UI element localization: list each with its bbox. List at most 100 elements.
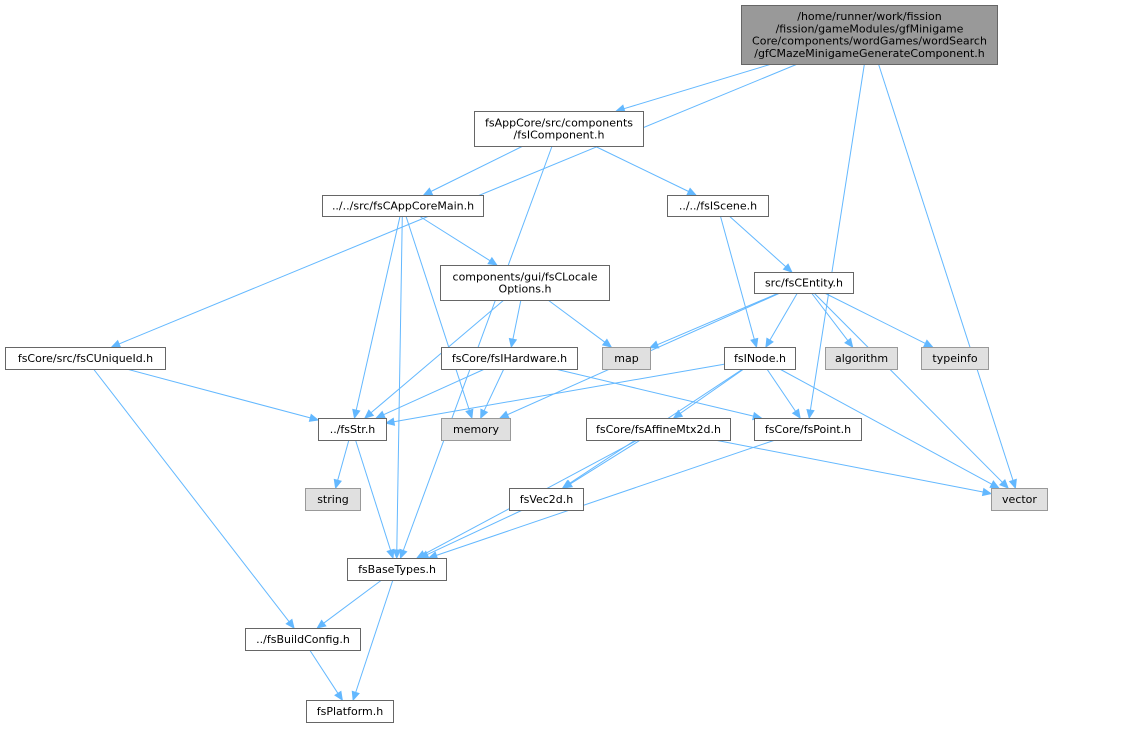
node-label: memory bbox=[453, 423, 499, 436]
node-box bbox=[825, 347, 898, 370]
edge-fs-iscene-to-fs-inode bbox=[719, 215, 759, 349]
node-label: /home/runner/work/fission bbox=[797, 10, 942, 23]
node-label: vector bbox=[1002, 493, 1037, 506]
node-box bbox=[306, 700, 394, 723]
edge-fs-centity-to-fs-inode bbox=[765, 292, 798, 349]
edge-fs-clocale-options-to-fs-ihardware bbox=[508, 299, 522, 349]
node-box bbox=[5, 347, 166, 370]
node-label: fsBaseTypes.h bbox=[358, 563, 436, 576]
node-label: ../fsBuildConfig.h bbox=[256, 633, 350, 646]
node-box bbox=[474, 111, 644, 147]
edge-fs-iscene-to-fs-centity bbox=[728, 215, 793, 273]
edge-fs-inode-to-vector bbox=[779, 368, 1000, 489]
edge-fs-centity-to-typeinfo bbox=[824, 292, 934, 348]
edge-fs-vec2d-to-fs-base-types bbox=[418, 509, 523, 559]
node-label: components/gui/fsCLocale bbox=[453, 270, 598, 283]
node-box bbox=[347, 558, 447, 581]
edge-fs-capp-core-main-to-fs-str bbox=[352, 215, 401, 420]
node-box bbox=[754, 418, 862, 441]
node-box bbox=[441, 418, 511, 441]
edge-fs-clocale-options-to-fs-str bbox=[364, 299, 505, 419]
edge-fs-capp-core-main-to-fs-base-types bbox=[392, 215, 403, 560]
node-box bbox=[245, 628, 361, 651]
edge-fs-affine-mtx2d-to-vector bbox=[714, 439, 993, 497]
edge-fs-inode-to-fs-affine-mtx2d bbox=[672, 368, 745, 419]
edge-fs-cunique-id-to-fs-str bbox=[126, 368, 320, 422]
node-label: fsINode.h bbox=[734, 352, 786, 365]
edge-fs-capp-core-main-to-memory bbox=[405, 215, 474, 420]
node-box bbox=[724, 347, 796, 370]
edge-fs-inode-to-fs-str bbox=[384, 363, 725, 426]
node-fs-affine-mtx2d[interactable]: fsCore/fsAffineMtx2d.h bbox=[586, 418, 731, 441]
node-label: /gfCMazeMinigameGenerateComponent.h bbox=[754, 47, 985, 60]
node-label: Core/components/wordGames/wordSearch bbox=[752, 35, 987, 48]
nodes-layer: /home/runner/work/fission/fission/gameMo… bbox=[5, 5, 1048, 723]
node-typeinfo: typeinfo bbox=[921, 347, 989, 370]
node-fs-centity[interactable]: src/fsCEntity.h bbox=[754, 272, 854, 294]
node-label: algorithm bbox=[835, 352, 888, 365]
node-label: fsVec2d.h bbox=[520, 493, 574, 506]
node-fs-cunique-id[interactable]: fsCore/src/fsCUniqueId.h bbox=[5, 347, 166, 370]
node-box bbox=[441, 347, 578, 370]
node-label: fsCore/fsAffineMtx2d.h bbox=[596, 423, 721, 436]
edge-fs-ihardware-to-memory bbox=[480, 368, 505, 420]
node-label: ../../src/fsCAppCoreMain.h bbox=[332, 200, 474, 213]
node-box bbox=[602, 347, 651, 370]
node-fs-platform[interactable]: fsPlatform.h bbox=[306, 700, 394, 723]
edge-fs-str-to-fs-base-types bbox=[355, 439, 395, 560]
node-box bbox=[305, 488, 361, 511]
edges-layer bbox=[93, 63, 1017, 702]
node-label: fsPlatform.h bbox=[317, 705, 383, 718]
node-fs-ihardware[interactable]: fsCore/fsIHardware.h bbox=[441, 347, 578, 370]
node-label: Options.h bbox=[499, 283, 552, 296]
node-box bbox=[991, 488, 1048, 511]
node-root[interactable]: /home/runner/work/fission/fission/gameMo… bbox=[741, 5, 998, 65]
edge-fs-inode-to-fs-point bbox=[766, 368, 801, 420]
edge-fs-icomponent-to-fs-iscene bbox=[594, 145, 697, 196]
edge-fs-cunique-id-to-fs-build-config bbox=[93, 368, 295, 629]
node-fs-build-config[interactable]: ../fsBuildConfig.h bbox=[245, 628, 361, 651]
node-fs-point[interactable]: fsCore/fsPoint.h bbox=[754, 418, 862, 441]
edge-fs-icomponent-to-fs-capp-core-main bbox=[422, 145, 524, 196]
node-fs-base-types[interactable]: fsBaseTypes.h bbox=[347, 558, 447, 581]
node-label: /fsIComponent.h bbox=[514, 129, 605, 142]
node-fs-inode[interactable]: fsINode.h bbox=[724, 347, 796, 370]
edge-fs-build-config-to-fs-platform bbox=[309, 649, 343, 702]
edge-fs-ihardware-to-fs-point bbox=[555, 368, 763, 421]
node-box bbox=[318, 418, 387, 441]
node-fs-vec2d[interactable]: fsVec2d.h bbox=[509, 488, 584, 511]
node-label: typeinfo bbox=[932, 352, 977, 365]
node-fs-iscene[interactable]: ../../fsIScene.h bbox=[667, 195, 769, 217]
node-box bbox=[667, 195, 769, 217]
edge-fs-point-to-fs-base-types bbox=[427, 439, 776, 560]
node-label: map bbox=[614, 352, 638, 365]
node-label: fsCore/src/fsCUniqueId.h bbox=[18, 352, 153, 365]
node-box bbox=[754, 272, 854, 294]
node-label: ../../fsIScene.h bbox=[679, 200, 757, 213]
node-fs-icomponent[interactable]: fsAppCore/src/components/fsIComponent.h bbox=[474, 111, 644, 147]
node-box bbox=[509, 488, 584, 511]
node-label: string bbox=[317, 493, 349, 506]
edge-fs-base-types-to-fs-platform bbox=[351, 579, 394, 702]
node-fs-str[interactable]: ../fsStr.h bbox=[318, 418, 387, 441]
node-label: fsAppCore/src/components bbox=[485, 116, 633, 129]
edge-fs-centity-to-algorithm bbox=[811, 292, 854, 348]
node-label: src/fsCEntity.h bbox=[765, 277, 843, 290]
node-box bbox=[586, 418, 731, 441]
node-label: fsCore/fsPoint.h bbox=[765, 423, 851, 436]
edge-root-to-fs-point bbox=[806, 63, 865, 420]
edge-fs-str-to-string bbox=[333, 439, 350, 490]
edge-fs-ihardware-to-fs-str bbox=[375, 368, 485, 419]
edge-fs-base-types-to-fs-build-config bbox=[316, 579, 382, 629]
node-memory: memory bbox=[441, 418, 511, 441]
edge-fs-centity-to-map bbox=[648, 292, 779, 349]
edge-fs-affine-mtx2d-to-fs-vec2d bbox=[562, 439, 641, 489]
node-fs-capp-core-main[interactable]: ../../src/fsCAppCoreMain.h bbox=[322, 195, 484, 217]
node-label: fsCore/fsIHardware.h bbox=[452, 352, 567, 365]
node-vector: vector bbox=[991, 488, 1048, 511]
node-map: map bbox=[602, 347, 651, 370]
node-box bbox=[322, 195, 484, 217]
edge-fs-centity-to-vector bbox=[813, 292, 1009, 489]
node-box bbox=[921, 347, 989, 370]
